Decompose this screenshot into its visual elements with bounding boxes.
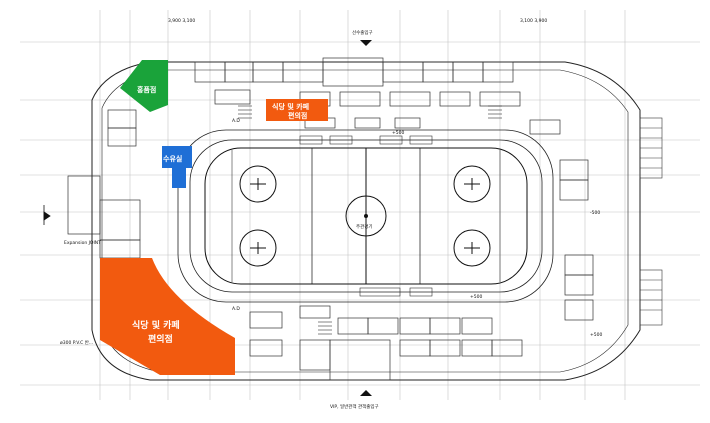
level-label-d: -500 — [590, 210, 600, 216]
merch-shop-label: 홍품점 — [137, 85, 156, 94]
lower-rooms — [249, 254, 594, 381]
zone-food-big: 식당 및 카페 편의점 — [100, 258, 235, 375]
entrance-arrow-bottom — [360, 390, 372, 396]
ab-label-top: A.D — [232, 118, 240, 124]
zone-food-top: 식당 및 카페 편의점 — [266, 99, 328, 121]
zone-merch-shop: 홍품점 — [120, 60, 168, 112]
ab-label-bottom: A.D — [232, 306, 240, 312]
left-entry-marker — [43, 205, 51, 225]
food-top-label-line2: 편의점 — [288, 111, 307, 120]
level-label-a: +500 — [392, 130, 404, 136]
food-big-label-line1: 식당 및 카페 — [132, 319, 180, 331]
food-top-label-line1: 식당 및 카페 — [272, 102, 309, 111]
expansion-joint-label: Expansion JOINT — [64, 240, 101, 246]
food-top-area — [266, 99, 328, 121]
ice-rink — [204, 147, 528, 285]
nursing-room-label: 수유실 — [163, 154, 182, 163]
grid-lines — [20, 10, 700, 400]
level-label-c: +500 — [590, 332, 602, 338]
level-label-b: +500 — [470, 294, 482, 300]
food-big-label-line2: 편의점 — [148, 333, 173, 345]
food-big-area — [100, 258, 235, 375]
pvc-label: ø300 P.V.C 반... — [60, 339, 93, 346]
rink-center-label: 주관경기 — [356, 223, 373, 230]
entrance-bottom-label: VIP, 일반관객 관객출입구 — [330, 403, 379, 410]
zone-nursing-room: 수유실 — [162, 146, 192, 188]
entrance-top-label: 선수출입구 — [352, 29, 373, 36]
rink-benches — [299, 135, 433, 297]
merch-shop-area — [120, 60, 168, 112]
right-stair — [639, 117, 663, 326]
seating-ring — [177, 129, 554, 303]
dimension-top-left: 3,900 3,100 — [168, 18, 195, 24]
entrance-arrow-top — [360, 40, 372, 46]
stairs — [238, 105, 502, 335]
nursing-room-area — [162, 146, 192, 188]
dimension-top-right: 3,100 3,900 — [520, 18, 547, 24]
building-outline — [91, 61, 641, 381]
upper-rooms — [107, 57, 589, 201]
